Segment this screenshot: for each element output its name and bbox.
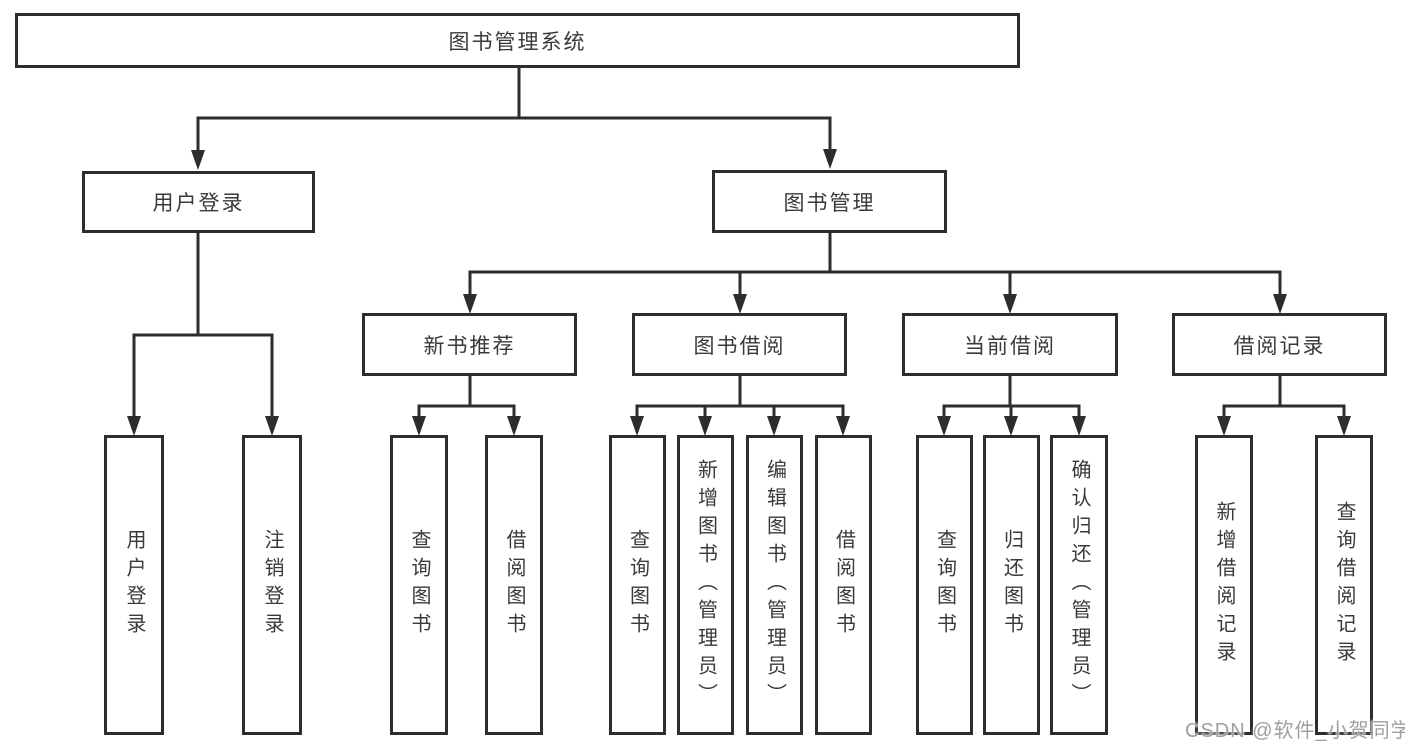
node-new-book-recommend: 新书推荐 (362, 313, 577, 376)
node-user-login: 用户登录 (82, 171, 315, 233)
leaf-add-borrow-record: 新增借阅记录 (1195, 435, 1253, 735)
node-library-system: 图书管理系统 (15, 13, 1020, 68)
leaf-borrow-books: 借阅图书 (815, 435, 872, 735)
leaf-query-books-current: 查询图书 (916, 435, 973, 735)
leaf-user-login: 用户登录 (104, 435, 164, 735)
csdn-watermark: CSDN @软件_小贺同学 (1185, 720, 1405, 742)
node-borrow-records: 借阅记录 (1172, 313, 1387, 376)
leaf-borrow-books-recommend: 借阅图书 (485, 435, 543, 735)
leaf-logout: 注销登录 (242, 435, 302, 735)
leaf-edit-books-admin: 编辑图书（管理员） (746, 435, 803, 735)
node-current-borrow: 当前借阅 (902, 313, 1118, 376)
leaf-confirm-return-admin: 确认归还（管理员） (1050, 435, 1108, 735)
leaf-query-books-recommend: 查询图书 (390, 435, 448, 735)
node-book-management: 图书管理 (712, 170, 947, 233)
leaf-add-books-admin: 新增图书（管理员） (677, 435, 734, 735)
node-book-borrow: 图书借阅 (632, 313, 847, 376)
leaf-query-borrow-record: 查询借阅记录 (1315, 435, 1373, 735)
leaf-return-books: 归还图书 (983, 435, 1040, 735)
leaf-query-books-borrow: 查询图书 (609, 435, 666, 735)
